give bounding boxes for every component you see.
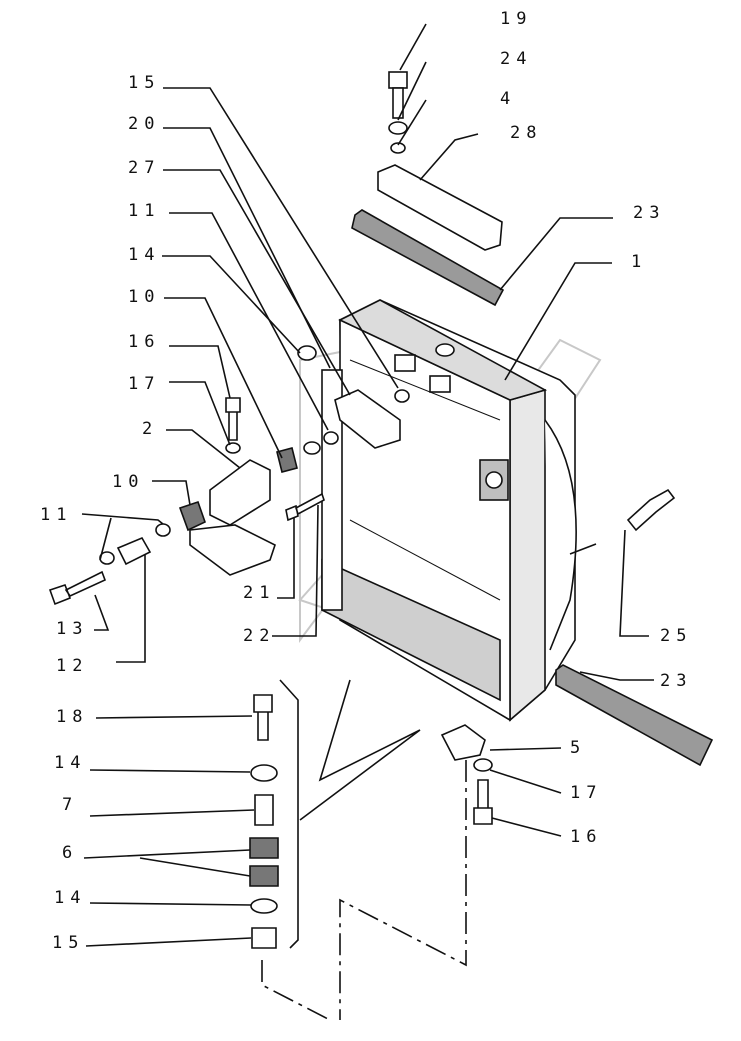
callout-labels: 19 24 4 28 15 20 27 23 11 1 14 10 16 17 … [40, 9, 692, 953]
callout-11-mid: 11 [40, 505, 72, 525]
callout-5: 5 [570, 738, 586, 758]
washer-14-lower [250, 764, 278, 782]
washer-16-upper [225, 442, 241, 454]
bolt-16-lower [473, 779, 493, 825]
callout-2: 2 [142, 419, 158, 439]
washer-27 [297, 345, 317, 361]
callout-15-bottom: 15 [52, 933, 84, 953]
mount-bracket-2 [209, 459, 271, 526]
callout-10-top: 10 [128, 287, 160, 307]
callout-19: 19 [500, 9, 532, 29]
callout-22: 22 [243, 626, 275, 646]
callout-12: 12 [56, 656, 88, 676]
spacer-7 [254, 794, 274, 826]
callout-7: 7 [62, 795, 78, 815]
rubber-mount-14 [276, 447, 298, 473]
bolt-18 [253, 694, 273, 741]
callout-24: 24 [500, 49, 532, 69]
bolt-13 [48, 570, 107, 606]
sensor-25 [626, 488, 676, 532]
callout-6: 6 [62, 843, 78, 863]
washer-11c [323, 431, 339, 445]
flange-5 [440, 724, 486, 761]
callout-11-top: 11 [128, 201, 160, 221]
support-plate [189, 524, 276, 576]
leader-lines [81, 23, 654, 947]
rubber-mount-6a [249, 837, 279, 859]
strip-23-top [351, 209, 505, 307]
callout-4: 4 [500, 89, 516, 109]
nut-15-bottom [251, 927, 277, 949]
bolt-17-upper [225, 397, 241, 441]
callout-14-bottom: 14 [54, 888, 86, 908]
washer-14-bottom [250, 898, 278, 914]
top-bolt-19 [388, 71, 408, 119]
callout-16-low: 16 [570, 827, 602, 847]
callout-14-low: 14 [54, 753, 86, 773]
washer-24 [388, 121, 408, 135]
callout-20: 20 [128, 114, 160, 134]
callout-23-top: 23 [633, 203, 665, 223]
callout-16-top: 16 [128, 332, 160, 352]
callout-15-top: 15 [128, 73, 160, 93]
callout-10-mid: 10 [112, 472, 144, 492]
rubber-mount-10 [178, 500, 206, 532]
washer-11 [155, 523, 171, 537]
rubber-mount-6b [249, 865, 279, 887]
callout-21: 21 [243, 583, 275, 603]
bracket-20 [334, 389, 401, 449]
callout-1: 1 [631, 252, 647, 272]
bolt-21 [285, 492, 325, 522]
callout-18: 18 [56, 707, 88, 727]
callout-13: 13 [56, 619, 88, 639]
callout-23-bottom: 23 [660, 671, 692, 691]
callout-25: 25 [660, 626, 692, 646]
callout-14-top: 14 [128, 245, 160, 265]
strip-23-bottom [555, 664, 714, 767]
assembly-center-lines [261, 679, 467, 1021]
washer-4 [390, 142, 406, 154]
radiator-assembly [321, 299, 577, 722]
callout-17-top: 17 [128, 374, 160, 394]
callout-28: 28 [510, 123, 542, 143]
callout-27: 27 [128, 158, 160, 178]
callout-17-low: 17 [570, 783, 602, 803]
bracket-28 [377, 164, 503, 251]
washer-17-lower [473, 758, 493, 772]
spacer-12 [116, 536, 152, 566]
washer-10 [303, 441, 321, 455]
nut-15-upper [394, 389, 410, 403]
